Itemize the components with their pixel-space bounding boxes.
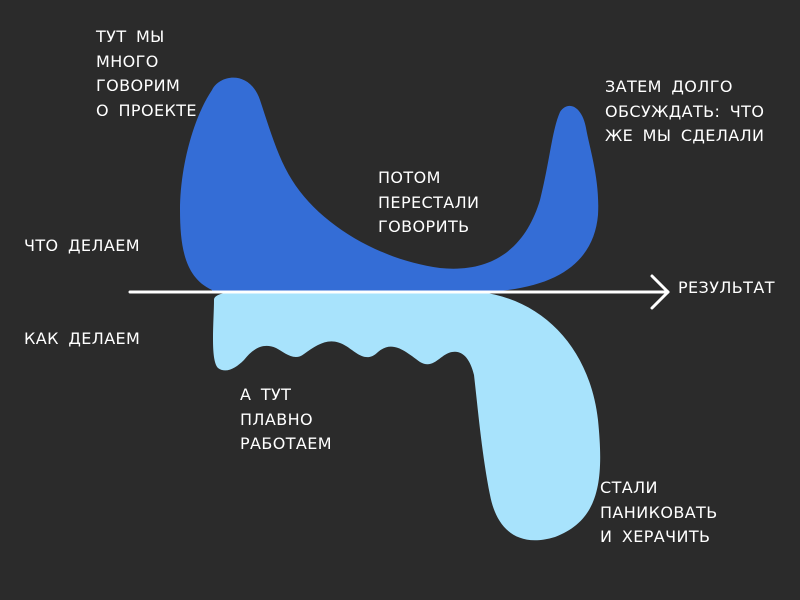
region-label-how: КАК ДЕЛАЕМ bbox=[24, 327, 140, 352]
what-we-do-shape bbox=[180, 77, 599, 293]
annotation-line: ПАНИКОВАТЬ bbox=[600, 502, 718, 522]
annotation-discuss-long: ЗАТЕМ ДОЛГО ОБСУЖДАТЬ: ЧТО ЖЕ МЫ СДЕЛАЛИ bbox=[605, 75, 764, 149]
annotation-line: ЗАТЕМ ДОЛГО bbox=[605, 77, 733, 96]
annotation-talk-about-project: ТУТ МЫ МНОГО ГОВОРИМ О ПРОЕКТЕ bbox=[96, 25, 197, 123]
annotation-line: ПЛАВНО bbox=[240, 409, 314, 429]
annotation-line: ГОВОРИМ bbox=[96, 76, 181, 95]
region-label-what: ЧТО ДЕЛАЕМ bbox=[24, 234, 140, 259]
annotation-line: МНОГО bbox=[96, 51, 159, 71]
annotation-line: О ПРОЕКТЕ bbox=[96, 100, 197, 120]
annotation-line: ПОТОМ bbox=[378, 168, 441, 187]
region-label-what-text: ЧТО ДЕЛАЕМ bbox=[24, 236, 140, 255]
annotation-stopped-talking: ПОТОМ ПЕРЕСТАЛИ ГОВОРИТЬ bbox=[378, 166, 479, 240]
annotation-line: ПЕРЕСТАЛИ bbox=[378, 192, 480, 212]
annotation-line: ЖЕ МЫ СДЕЛАЛИ bbox=[605, 126, 765, 145]
region-label-how-text: КАК ДЕЛАЕМ bbox=[24, 329, 141, 348]
annotation-line: И ХЕРАЧИТЬ bbox=[600, 527, 711, 546]
axis-label-result: РЕЗУЛЬТАТ bbox=[678, 276, 775, 301]
result-axis-arrowhead bbox=[650, 274, 670, 310]
annotation-line: ГОВОРИТЬ bbox=[378, 217, 470, 236]
annotation-panicking: СТАЛИ ПАНИКОВАТЬ И ХЕРАЧИТЬ bbox=[600, 476, 718, 550]
annotation-line: ТУТ МЫ bbox=[96, 27, 165, 46]
annotation-working-smoothly: А ТУТ ПЛАВНО РАБОТАЕМ bbox=[240, 383, 332, 457]
how-we-do-shape bbox=[213, 292, 601, 541]
axis-label-text: РЕЗУЛЬТАТ bbox=[678, 278, 775, 297]
annotation-line: РАБОТАЕМ bbox=[240, 434, 332, 453]
annotation-line: А ТУТ bbox=[240, 385, 292, 404]
annotation-line: ОБСУЖДАТЬ: ЧТО bbox=[605, 101, 765, 121]
annotation-line: СТАЛИ bbox=[600, 478, 658, 497]
